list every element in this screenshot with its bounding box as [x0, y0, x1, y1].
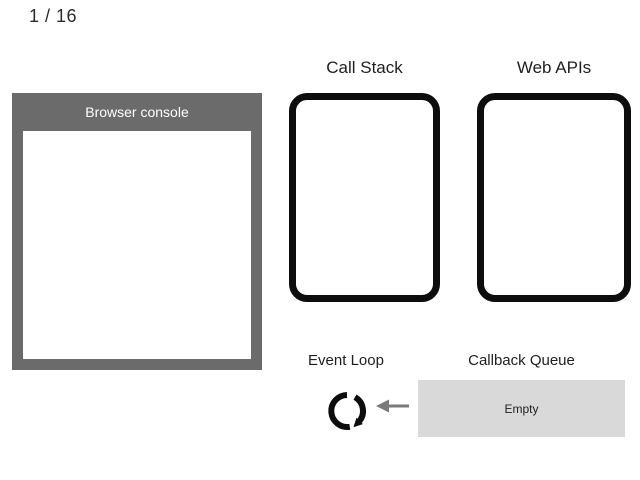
callback-queue-status: Empty — [504, 401, 539, 416]
web-apis-label: Web APIs — [516, 58, 592, 77]
slide-page-indicator: 1 / 16 — [29, 6, 78, 26]
web-apis-box — [477, 93, 631, 302]
call-stack-box — [289, 93, 440, 302]
browser-console-output — [23, 131, 251, 359]
browser-console-panel: Browser console — [12, 93, 262, 370]
callback-queue-box: Empty — [418, 380, 625, 437]
event-loop-label: Event Loop — [308, 352, 384, 369]
left-arrow-icon — [376, 399, 409, 413]
browser-console-title: Browser console — [85, 104, 189, 120]
clockwise-loop-arrow-icon — [328, 392, 366, 430]
callback-queue-label: Callback Queue — [468, 352, 575, 369]
call-stack-label: Call Stack — [326, 58, 403, 77]
